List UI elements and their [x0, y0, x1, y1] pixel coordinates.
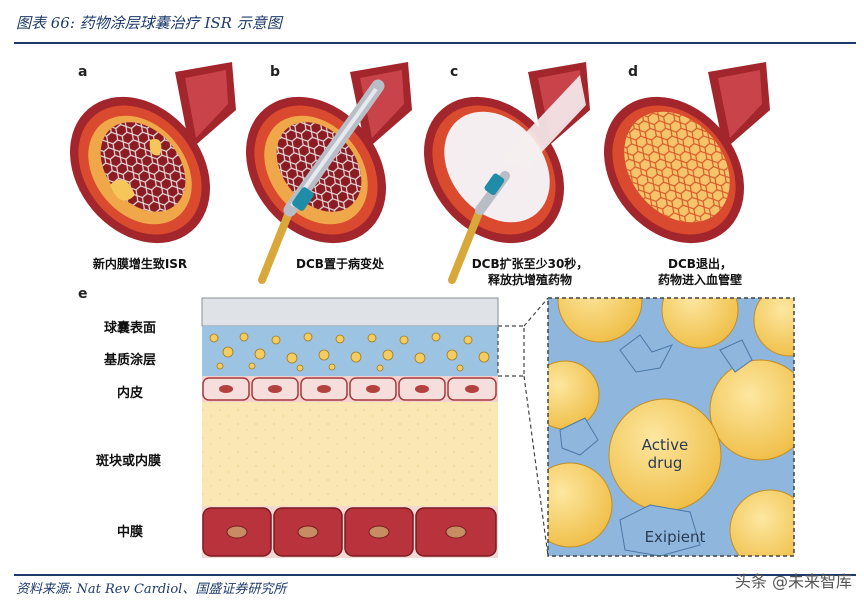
layer-label-plaque-or-intima: 斑块或内膜 — [96, 454, 162, 469]
zoom-inset — [547, 297, 795, 557]
caption-d-line2: 药物进入血管壁 — [657, 273, 742, 287]
panel-label-b: b — [270, 64, 281, 80]
footer-divider — [14, 574, 856, 576]
layer-label-balloon-surface: 球囊表面 — [104, 321, 157, 336]
caption-c: DCB扩张至少30秒， 释放抗增殖药物 — [445, 256, 615, 288]
layer-label-endothelium: 内皮 — [117, 386, 144, 401]
layer-label-matrix-coating: 基质涂层 — [104, 353, 157, 368]
panel-c-catheter — [448, 171, 510, 284]
caption-d: DCB退出， 药物进入血管壁 — [620, 256, 780, 288]
panel-label-a: a — [78, 64, 88, 80]
panel-b-catheter — [258, 79, 385, 284]
caption-a: 新内膜增生致ISR — [92, 257, 188, 271]
zoom-connector — [497, 297, 549, 557]
panel-label-d: d — [628, 64, 639, 80]
active-drug-label: Active drug — [625, 436, 705, 472]
figure-title: 图表 66: 药物涂层球囊治疗 ISR 示意图 — [16, 14, 282, 32]
watermark: 头条 @未来智库 — [734, 572, 852, 591]
panel-d-vessel — [603, 62, 770, 244]
panel-a-vessel — [69, 62, 236, 244]
caption-d-line1: DCB退出， — [668, 257, 732, 271]
source-note: 资料来源: Nat Rev Cardiol、国盛证券研究所 — [16, 582, 287, 597]
matrix-particles — [209, 332, 490, 372]
panel-label-c: c — [450, 64, 459, 80]
excipient-label: Exipient — [644, 528, 706, 546]
layer-label-media: 中膜 — [117, 525, 144, 540]
caption-c-line1: DCB扩张至少30秒， — [471, 257, 589, 271]
panel-c-vessel — [423, 62, 590, 244]
active-drug-label-line2: drug — [647, 454, 683, 472]
caption-c-line2: 释放抗增殖药物 — [487, 273, 572, 287]
header-divider — [14, 42, 856, 44]
panel-label-e: e — [78, 286, 88, 302]
active-drug-label-line1: Active — [641, 436, 689, 454]
caption-b: DCB置于病变处 — [296, 257, 384, 271]
layer-stack — [201, 297, 499, 558]
endothelial-cells — [202, 377, 497, 401]
